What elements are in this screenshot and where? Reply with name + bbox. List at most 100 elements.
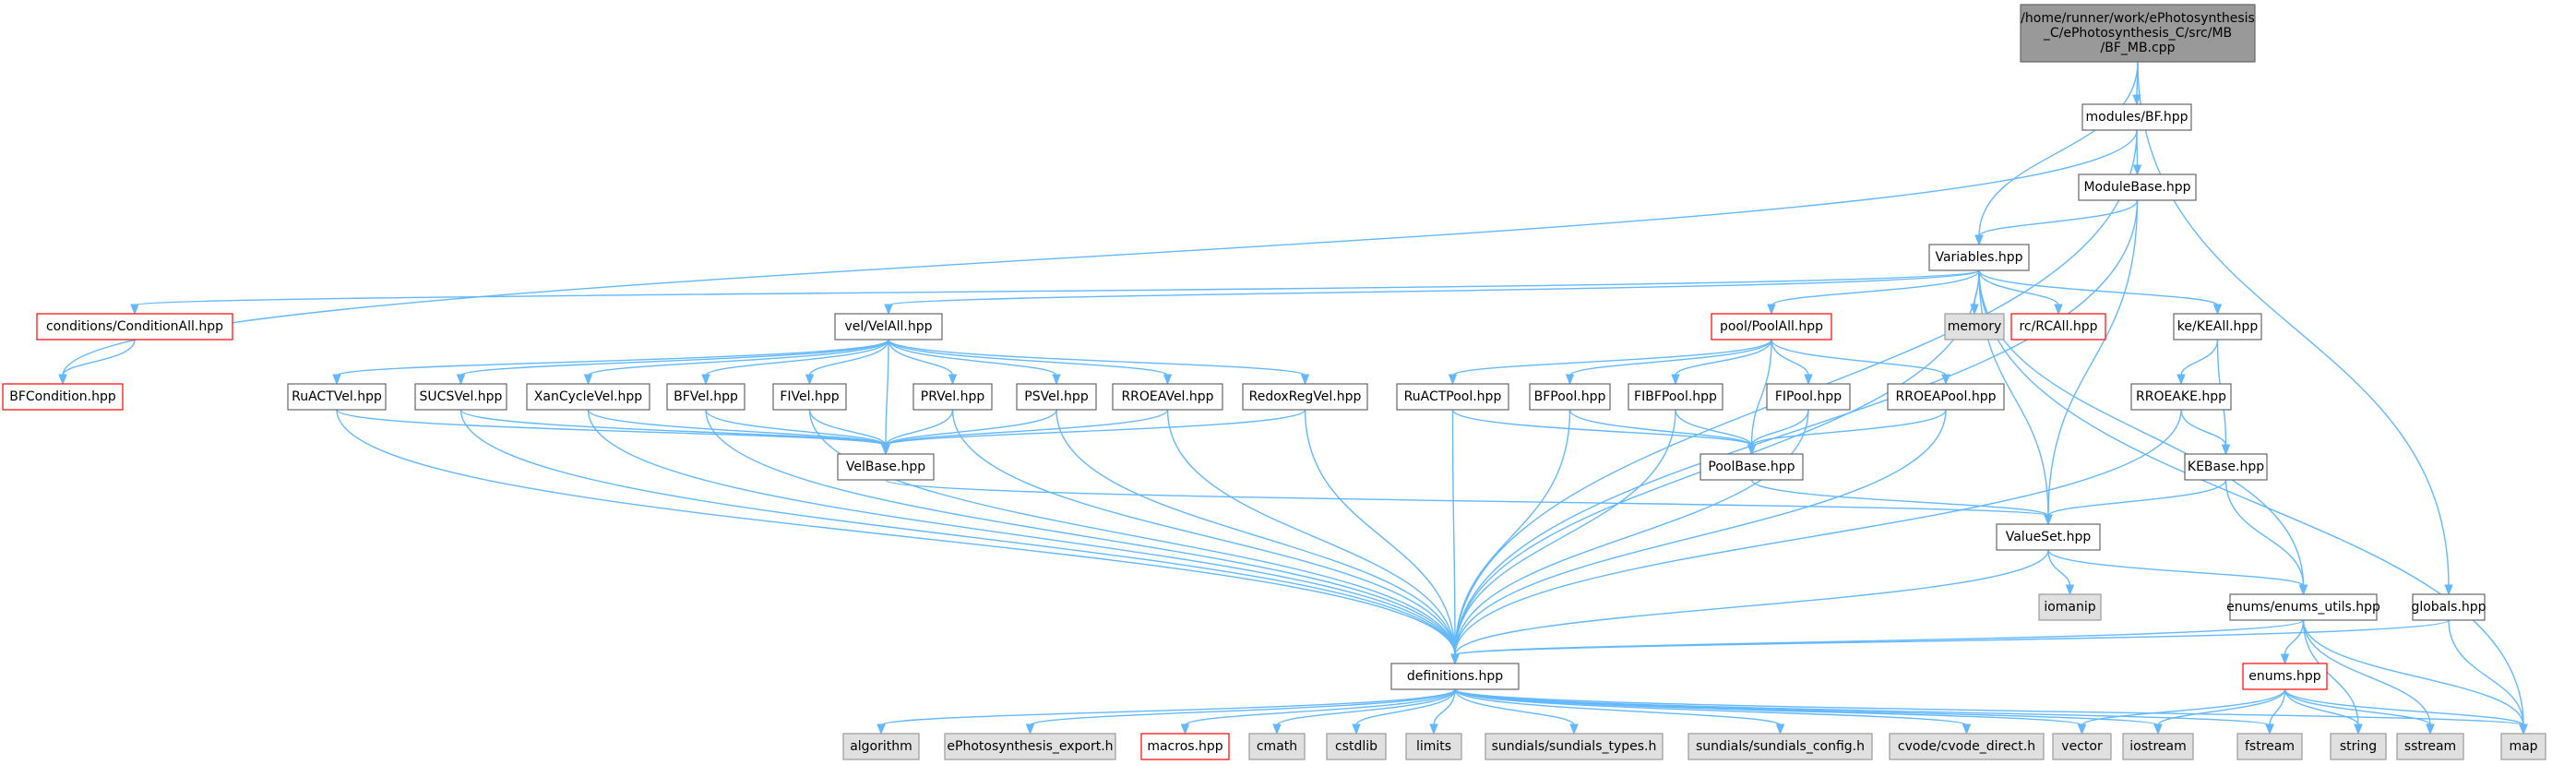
edge-arrowhead — [1804, 374, 1813, 386]
edge-velall-to-redoxregvel — [888, 339, 1310, 386]
node-poolbase[interactable]: PoolBase.hpp — [1699, 453, 1804, 481]
edge-arrowhead — [130, 304, 139, 316]
edge-arrowhead — [2153, 723, 2163, 735]
node-fstream: fstream — [2236, 733, 2303, 760]
edge-bfvel-to-velbase — [705, 409, 890, 456]
node-box — [2010, 313, 2106, 341]
node-velbase[interactable]: VelBase.hpp — [837, 453, 935, 481]
edge-line — [2180, 409, 2227, 447]
node-enums_utils[interactable]: enums/enums_utils.hpp — [2226, 593, 2380, 621]
node-box — [1485, 733, 1664, 760]
edge-prvel-to-velbase — [881, 409, 954, 456]
edge-velall-to-bfvel — [701, 339, 889, 386]
node-label: algorithm — [850, 739, 912, 754]
node-fibfpool[interactable]: FIBFPool.hpp — [1628, 383, 1723, 411]
node-conditionall[interactable]: conditions/ConditionAll.hpp — [36, 313, 233, 341]
node-fivel[interactable]: FIVel.hpp — [772, 383, 847, 411]
node-bfpool[interactable]: BFPool.hpp — [1529, 383, 1611, 411]
node-label: vel/VelAll.hpp — [845, 319, 933, 334]
node-label: RuACTVel.hpp — [292, 389, 382, 404]
edge-enums-to-string — [2284, 688, 2363, 735]
edge-line — [885, 339, 889, 447]
node-modulebase[interactable]: ModuleBase.hpp — [2078, 173, 2197, 201]
edge-line — [1978, 269, 2059, 306]
edge-arrowhead — [1767, 304, 1776, 316]
node-redoxregvel[interactable]: RedoxRegVel.hpp — [1242, 383, 1368, 411]
node-keall[interactable]: ke/KEAll.hpp — [2173, 313, 2262, 341]
edge-line — [587, 409, 1456, 656]
node-psvel[interactable]: PSVel.hpp — [1016, 383, 1097, 411]
edge-velall-to-sucsvel — [456, 339, 889, 386]
node-box — [2038, 593, 2102, 621]
node-definitions[interactable]: definitions.hpp — [1390, 663, 1520, 690]
edge-enums-to-map — [2284, 688, 2528, 735]
node-label: limits — [1416, 739, 1451, 754]
node-sucsvel[interactable]: SUCSVel.hpp — [414, 383, 507, 411]
node-label: PoolBase.hpp — [1708, 460, 1795, 474]
edge-line — [459, 339, 889, 377]
node-label: iostream — [2129, 739, 2187, 754]
node-box — [772, 383, 847, 411]
node-kebase[interactable]: KEBase.hpp — [2184, 453, 2268, 481]
node-label: sundials/sundials_config.h — [1696, 739, 1865, 754]
edge-poolall-to-rroeapool — [1771, 339, 1950, 386]
edge-line — [705, 409, 887, 447]
node-box — [1396, 383, 1509, 411]
edge-line — [2081, 688, 2286, 726]
edge-valueset-to-iomanip — [2047, 549, 2075, 596]
node-poolall[interactable]: pool/PoolAll.hpp — [1711, 313, 1832, 341]
node-box — [1996, 523, 2101, 551]
node-box — [414, 383, 507, 411]
node-ruactpool[interactable]: RuACTPool.hpp — [1396, 383, 1509, 411]
node-string: string — [2330, 733, 2387, 760]
edge-variables-to-poolall — [1767, 269, 1980, 316]
node-prvel[interactable]: PRVel.hpp — [912, 383, 993, 411]
node-bfcondition[interactable]: BFCondition.hpp — [2, 383, 124, 411]
node-rcall[interactable]: rc/RCAll.hpp — [2010, 313, 2106, 341]
node-macros[interactable]: macros.hpp — [1140, 733, 1230, 760]
edge-line — [1454, 409, 2182, 656]
node-rroeake[interactable]: RROEAKE.hpp — [2130, 383, 2232, 411]
node-bfvel[interactable]: BFVel.hpp — [666, 383, 745, 411]
node-box — [2052, 733, 2112, 760]
edge-line — [705, 409, 1456, 656]
edge-line — [2302, 619, 2524, 726]
node-label: modules/BF.hpp — [2086, 110, 2188, 125]
edge-arrowhead — [1052, 374, 1061, 386]
node-box — [944, 733, 1116, 760]
node-valueset[interactable]: ValueSet.hpp — [1996, 523, 2101, 551]
node-ruactvel[interactable]: RuACTVel.hpp — [287, 383, 387, 411]
node-fipool[interactable]: FIPool.hpp — [1766, 383, 1851, 411]
edge-arrowhead — [456, 374, 466, 386]
edge-arrowhead — [2065, 584, 2075, 596]
edge-line — [885, 409, 1057, 447]
edge-line — [1454, 619, 2450, 656]
node-box — [2184, 453, 2268, 481]
edge-rroeapool-to-definitions — [1450, 409, 1947, 665]
node-label: string — [2340, 739, 2377, 754]
node-rroeavel[interactable]: RROEAVel.hpp — [1112, 383, 1223, 411]
edge-arrowhead — [701, 374, 710, 386]
node-root[interactable]: /home/runner/work/ePhotosynthesis_C/ePho… — [2020, 4, 2256, 63]
edge-bfvel-to-definitions — [705, 409, 1460, 665]
edge-xancyclevel-to-definitions — [587, 409, 1460, 665]
node-variables[interactable]: Variables.hpp — [1928, 244, 2030, 271]
edge-arrowhead — [884, 304, 893, 316]
edge-line — [2180, 339, 2219, 377]
node-xancyclevel[interactable]: XanCycleVel.hpp — [526, 383, 650, 411]
edge-fibfpool-to-definitions — [1450, 409, 1676, 665]
node-rroeapool[interactable]: RROEAPool.hpp — [1887, 383, 2005, 411]
node-box — [1711, 313, 1832, 341]
edge-line — [888, 339, 1169, 377]
node-velall[interactable]: vel/VelAll.hpp — [834, 313, 943, 341]
edge-line — [1184, 688, 1456, 726]
edge-line — [1675, 339, 1772, 377]
node-enums[interactable]: enums.hpp — [2242, 663, 2328, 690]
node-modules_bf[interactable]: modules/BF.hpp — [2081, 103, 2192, 131]
edge-line — [336, 409, 887, 447]
node-map: map — [2500, 733, 2546, 760]
node-label: _C/ePhotosynthesis_C/src/MB — [2043, 26, 2232, 41]
node-label: memory — [1948, 319, 2002, 334]
node-globals[interactable]: globals.hpp — [2411, 593, 2487, 621]
